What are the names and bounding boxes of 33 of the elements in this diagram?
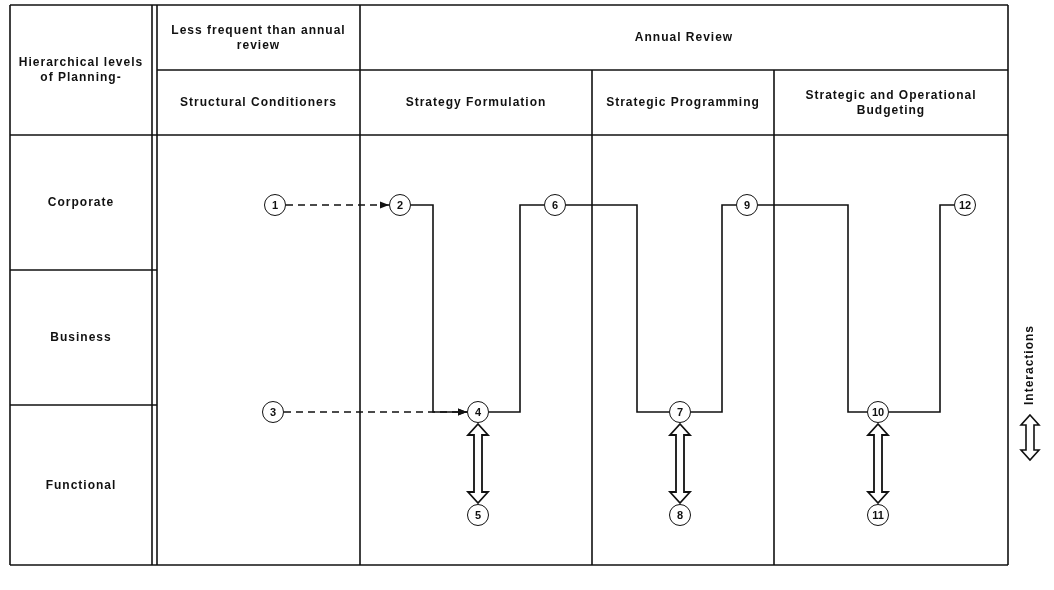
numbered-circle: 7 xyxy=(669,401,691,423)
row-header: Hierarchical levels of Planning- xyxy=(18,55,144,85)
numbered-circle: 6 xyxy=(544,194,566,216)
numbered-circle: 12 xyxy=(954,194,976,216)
numbered-circle: 10 xyxy=(867,401,889,423)
numbered-circle: 9 xyxy=(736,194,758,216)
numbered-circle: 3 xyxy=(262,401,284,423)
dashed-arrow xyxy=(283,408,468,416)
row-label: Business xyxy=(50,330,112,345)
column-header: Strategic Programming xyxy=(606,95,760,110)
numbered-circle: 2 xyxy=(389,194,411,216)
column-header: Strategic and Operational Budgeting xyxy=(804,87,978,118)
connector-line xyxy=(488,204,545,413)
numbered-circle: 8 xyxy=(669,504,691,526)
connector-line xyxy=(757,204,868,413)
double-arrow xyxy=(465,422,491,505)
column-header: Annual Review xyxy=(634,30,734,45)
numbered-circle: 5 xyxy=(467,504,489,526)
numbered-circle: 1 xyxy=(264,194,286,216)
connector-line xyxy=(888,204,955,413)
column-header: Strategy Formulation xyxy=(405,95,547,110)
column-header: Structural Conditioners xyxy=(180,95,337,110)
row-label: Corporate xyxy=(47,195,115,210)
legend-label: Interactions xyxy=(1022,324,1036,405)
double-arrow xyxy=(667,422,693,505)
row-label: Functional xyxy=(45,477,117,493)
double-arrow xyxy=(865,422,891,505)
column-header: Less frequent than annual review xyxy=(170,22,347,53)
numbered-circle: 4 xyxy=(467,401,489,423)
dashed-arrow xyxy=(285,201,390,209)
connector-line xyxy=(565,204,670,413)
numbered-circle: 11 xyxy=(867,504,889,526)
connector-line xyxy=(690,204,737,413)
